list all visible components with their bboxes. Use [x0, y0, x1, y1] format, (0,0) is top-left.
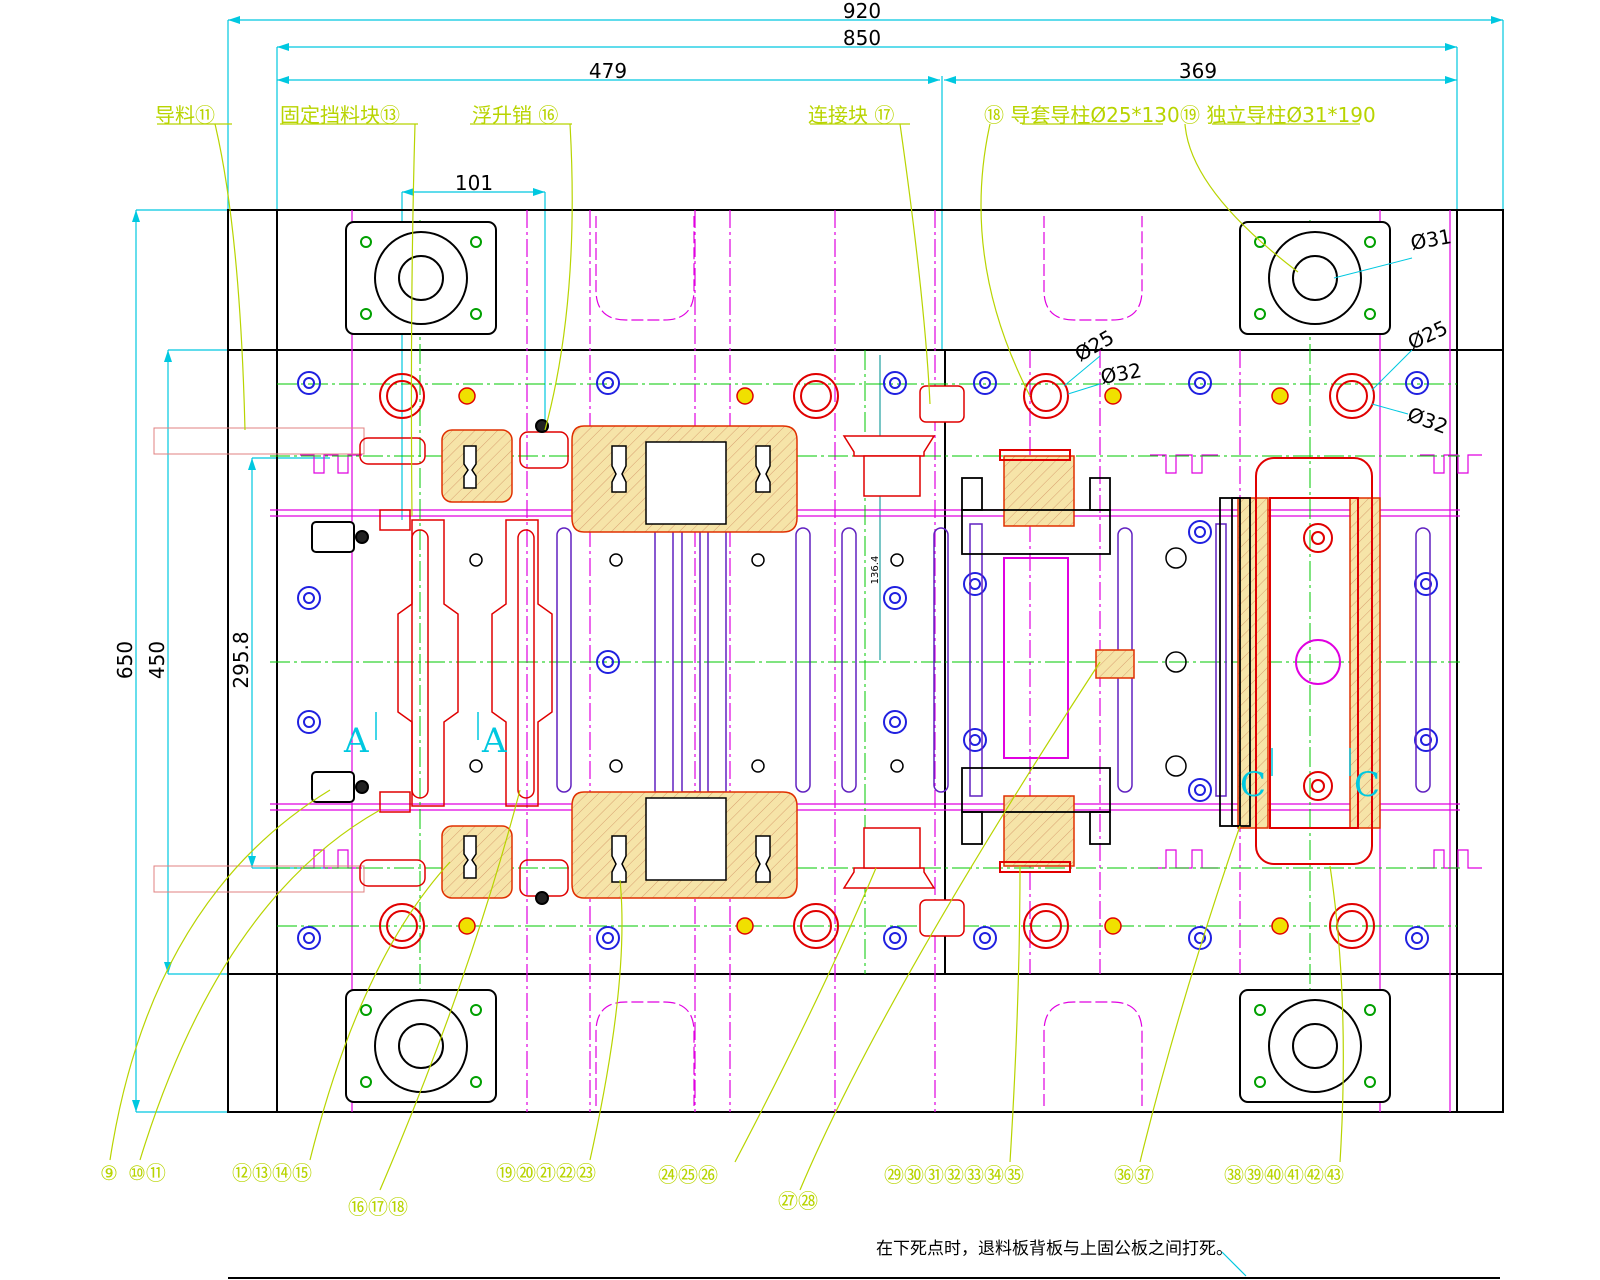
dim-phi25-right: Ø25 [1404, 315, 1451, 354]
section-mark-a-left: A [343, 721, 369, 761]
dim-plate-width: 850 [843, 26, 881, 50]
callout-36-37: ㊱㊲ [1114, 1163, 1154, 1187]
punch-slots [556, 523, 1431, 797]
callout-9: ⑨ [100, 1161, 118, 1185]
dim-right-span: 369 [1179, 59, 1217, 83]
section-marks [375, 712, 1351, 776]
callout-29-35: ㉙㉚㉛㉜㉝㉞㉟ [884, 1163, 1024, 1187]
dim-total-width: 920 [843, 0, 881, 23]
callout-12-15: ⑫⑬⑭⑮ [232, 1161, 312, 1185]
label-independent-post: ⑲ 独立导柱Ø31*190 [1180, 103, 1376, 127]
dim-phi32-right: Ø32 [1404, 402, 1451, 439]
hatched-blocks [441, 425, 1381, 899]
dim-phi32-left: Ø32 [1099, 358, 1144, 389]
label-fixed-stop: 固定挡料块⑬ [280, 103, 400, 127]
callout-10-11: ⑩⑪ [128, 1161, 166, 1185]
dim-left-span: 479 [589, 59, 627, 83]
callout-38-43: ㊳㊴㊵㊶㊷㊸ [1224, 1163, 1344, 1187]
right-die-frame [999, 449, 1373, 873]
section-mark-c-left: C [1240, 765, 1266, 805]
right-stripper-blocks [961, 477, 1251, 845]
dim-plate-height: 450 [145, 641, 169, 679]
dowel-pins [458, 387, 1289, 935]
callout-27-28: ㉗㉘ [778, 1189, 818, 1213]
forming-block-cavities [463, 441, 771, 883]
dim-total-height: 650 [113, 641, 137, 679]
dim-101: 101 [455, 171, 493, 195]
label-guide-bush: ⑱ 导套导柱Ø25*130 [984, 103, 1180, 127]
label-guide: 导料⑪ [155, 103, 215, 127]
guide-post-bolts [360, 236, 1376, 1088]
section-mark-a-right: A [481, 721, 507, 761]
dimension-arrows [132, 16, 1503, 1112]
callout-24-26: ㉔㉕㉖ [658, 1163, 718, 1187]
dim-phi31: Ø31 [1409, 224, 1454, 255]
rails [153, 427, 365, 893]
dim-136-4: 136.4 [870, 556, 881, 585]
leader-lines [109, 123, 1360, 1191]
callout-16-18: ⑯⑰⑱ [348, 1195, 408, 1219]
connector-blocks [842, 385, 965, 937]
guide-post-rings [374, 231, 1362, 1093]
dim-295-8: 295.8 [229, 631, 253, 688]
section-mark-c-right: C [1354, 765, 1380, 805]
callout-19-23: ⑲⑳㉑㉒㉓ [496, 1161, 596, 1185]
design-note: 在下死点时，退料板背板与上固公板之间打死。 [876, 1239, 1233, 1259]
label-connector: 连接块 ⑰ [808, 103, 894, 127]
note-leader [1221, 1251, 1247, 1277]
magenta-structure [270, 210, 1482, 1112]
inner-guide-bushes [379, 373, 1375, 949]
center-lines [270, 220, 1460, 1100]
phi-leaders [1063, 257, 1413, 415]
label-lift-pin: 浮升销 ⑯ [472, 103, 558, 127]
pilot-holes [469, 547, 1187, 777]
